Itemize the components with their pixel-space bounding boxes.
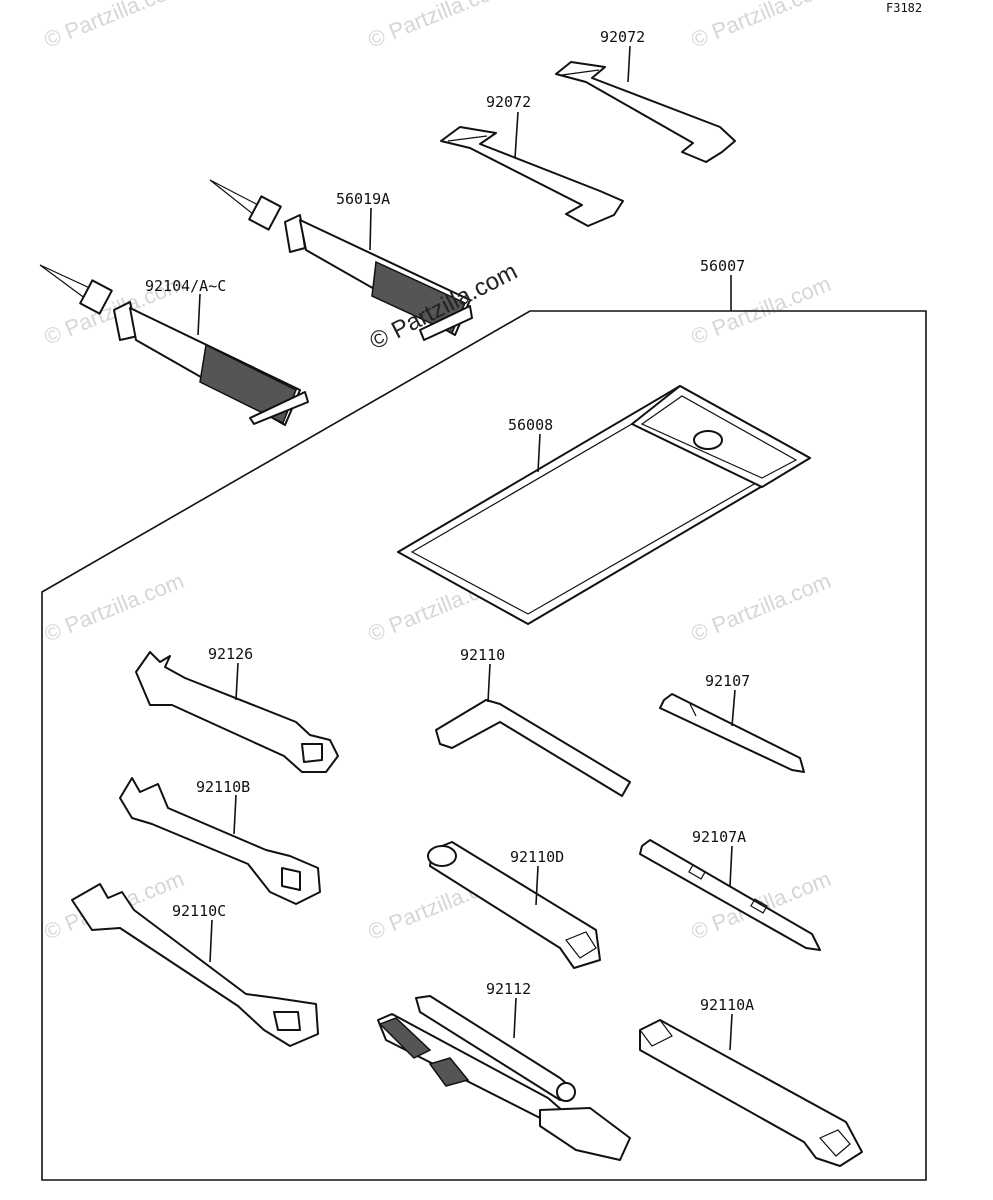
part-label-92110: 92110 bbox=[460, 646, 505, 664]
tool-kit-outline: 56007 bbox=[41, 257, 927, 1181]
part-label-56019a: 56019A bbox=[336, 190, 390, 208]
part-label-92110d: 92110D bbox=[510, 848, 564, 866]
grease-tube-part[interactable]: 92104/A~C bbox=[39, 264, 309, 426]
wrench-part[interactable]: 92110C bbox=[71, 883, 319, 1047]
tool-case-part[interactable]: 56008 bbox=[397, 385, 811, 625]
hex-key-part[interactable]: 92110 bbox=[435, 646, 631, 797]
pliers-part[interactable]: 92112 bbox=[377, 980, 631, 1161]
part-label-92107a: 92107A bbox=[692, 828, 746, 846]
part-label-92072: 92072 bbox=[600, 28, 645, 46]
wrench-part[interactable]: 92126 bbox=[135, 645, 339, 773]
part-label-92107: 92107 bbox=[705, 672, 750, 690]
part-label-92126: 92126 bbox=[208, 645, 253, 663]
strap-part[interactable]: 92072 bbox=[440, 93, 624, 227]
socket-wrench-part[interactable]: 92110D bbox=[427, 841, 601, 969]
part-label-92110a: 92110A bbox=[700, 996, 754, 1014]
watermark: © Partzilla.com bbox=[688, 0, 835, 53]
part-label-92110b: 92110B bbox=[196, 778, 250, 796]
watermark: © Partzilla.com bbox=[365, 0, 512, 53]
part-label-92072: 92072 bbox=[486, 93, 531, 111]
watermark: © Partzilla.com bbox=[688, 568, 835, 647]
part-label-56008: 56008 bbox=[508, 416, 553, 434]
watermark: © Partzilla.com bbox=[41, 0, 188, 53]
wrench-part[interactable]: 92110B bbox=[119, 777, 321, 905]
part-label-56007: 56007 bbox=[700, 257, 745, 275]
screwdriver-part[interactable]: 92107A bbox=[639, 828, 821, 951]
plug-wrench-part[interactable]: 92110A bbox=[639, 996, 863, 1167]
grease-tube-part[interactable]: 56019A bbox=[209, 179, 473, 341]
part-label-92112: 92112 bbox=[486, 980, 531, 998]
screwdriver-part[interactable]: 92107 bbox=[659, 672, 805, 773]
part-label-92104: 92104/A~C bbox=[145, 277, 226, 295]
part-label-92110c: 92110C bbox=[172, 902, 226, 920]
strap-part[interactable]: 92072 bbox=[555, 28, 736, 163]
figure-code: F3182 bbox=[886, 1, 922, 15]
